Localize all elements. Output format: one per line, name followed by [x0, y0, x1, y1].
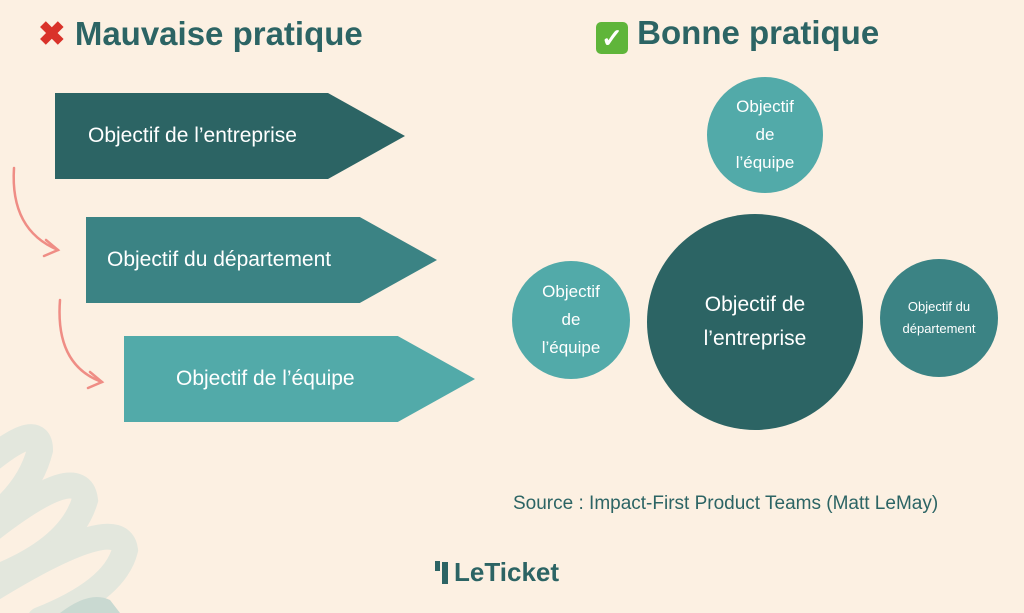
curved-arrow-icon: [12, 166, 60, 252]
arrow-company-objective: Objectif de l’entreprise: [55, 93, 405, 179]
decorative-brush-strokes: [0, 424, 139, 613]
arrow-department-objective: Objectif du département: [86, 217, 437, 303]
logo-icon: [442, 561, 448, 584]
circle-team-objective-left: Objectif de l’équipe: [512, 261, 630, 379]
leticket-logo: LeTicket: [435, 557, 559, 588]
bad-practice-heading: ✖ Mauvaise pratique: [38, 15, 363, 52]
arrow-team-objective: Objectif de l’équipe: [124, 336, 475, 422]
cross-mark-icon: ✖: [38, 15, 66, 52]
logo-icon: [435, 561, 440, 571]
circle-department-objective: Objectif du département: [880, 259, 998, 377]
curved-arrow-icon: [58, 298, 104, 384]
good-practice-heading: ✓ Bonne pratique: [596, 14, 879, 54]
flow-arrows: [12, 166, 105, 390]
circle-company-objective: Objectif de l’entreprise: [647, 214, 863, 430]
source-caption: Source : Impact-First Product Teams (Mat…: [513, 493, 939, 514]
circle-team-objective-top: Objectif de l’équipe: [707, 77, 823, 193]
check-mark-icon: ✓: [596, 22, 628, 54]
